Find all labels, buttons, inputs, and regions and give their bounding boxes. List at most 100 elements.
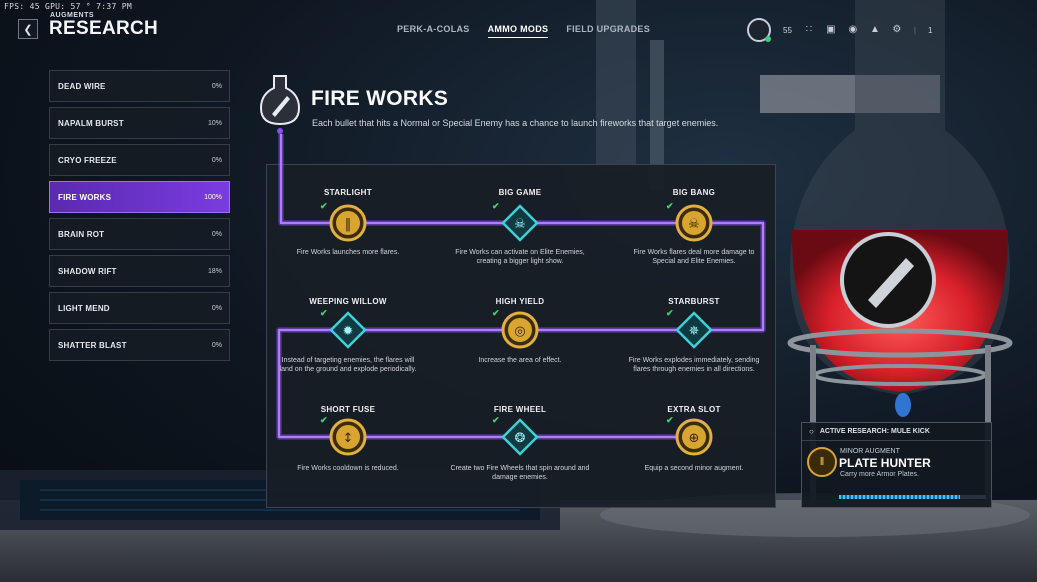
node-title-fire-wheel: FIRE WHEEL xyxy=(493,405,547,414)
perf-overlay: FPS: 45 GPU: 57 ° 7:37 PM xyxy=(4,2,132,11)
node-title-short-fuse: SHORT FUSE xyxy=(320,405,376,414)
category-tabs: PERK-A-COLAS AMMO MODS FIELD UPGRADES xyxy=(397,24,650,38)
upgrade-node-starburst[interactable]: ✵ xyxy=(675,311,713,354)
node-desc-extra-slot: Equip a second minor augment. xyxy=(644,465,744,472)
top-bar: 55 ∷ ▣ ◉ ▲ ⚙ | 1 xyxy=(747,18,932,42)
mod-name: NAPALM BURST xyxy=(58,118,124,128)
active-research-title: ACTIVE RESEARCH: MULE KICK xyxy=(819,428,930,435)
gear-icon[interactable]: ⚙ xyxy=(892,24,902,35)
mod-percent: 100% xyxy=(204,193,222,201)
currency-icon[interactable] xyxy=(747,18,771,42)
svg-text:⊕: ⊕ xyxy=(689,431,700,446)
mod-percent: 0% xyxy=(211,304,222,312)
page-title: RESEARCH xyxy=(49,18,159,39)
augment-name: PLATE HUNTER xyxy=(839,456,931,470)
currency-value: 55 xyxy=(783,25,792,35)
node-desc-starlight: Fire Works launches more flares. xyxy=(296,249,400,256)
camera-icon[interactable]: ◉ xyxy=(848,24,858,35)
mod-item-shadow-rift[interactable]: SHADOW RIFT 18% xyxy=(49,255,230,287)
plus-slots-icon: ⊕ xyxy=(675,418,713,460)
svg-text:☠: ☠ xyxy=(514,217,526,232)
node-desc-fire-wheel: Create two Fire Wheels that spin around … xyxy=(450,465,590,481)
mod-item-brain-rot[interactable]: BRAIN ROT 0% xyxy=(49,218,230,250)
mod-percent: 0% xyxy=(211,82,222,90)
skull-icon: ☠ xyxy=(501,204,539,246)
temp-degree: ° xyxy=(85,2,92,11)
mod-item-light-mend[interactable]: LIGHT MEND 0% xyxy=(49,292,230,324)
active-research-card[interactable]: ○ ACTIVE RESEARCH: MULE KICK ‖ MINOR AUG… xyxy=(801,422,992,508)
mod-item-shatter-blast[interactable]: SHATTER BLAST 0% xyxy=(49,329,230,361)
node-title-weeping-willow: WEEPING WILLOW xyxy=(309,297,387,306)
node-desc-big-game: Fire Works can activate on Elite Enemies… xyxy=(455,249,585,265)
mod-percent: 0% xyxy=(211,341,222,349)
mod-name: SHATTER BLAST xyxy=(58,340,127,350)
node-desc-starburst: Fire Works explodes immediately, sending… xyxy=(628,357,760,373)
check-icon: ✔ xyxy=(666,308,674,318)
radius-icon: ◎ xyxy=(501,311,539,353)
mod-item-cryo-freeze[interactable]: CRYO FREEZE 0% xyxy=(49,144,230,176)
node-desc-big-bang: Fire Works flares deal more damage to Sp… xyxy=(633,249,755,265)
upgrade-node-starlight[interactable]: ‖ xyxy=(329,204,367,247)
node-desc-high-yield: Increase the area of effect. xyxy=(478,357,562,364)
skull-icon: ☠ xyxy=(675,204,713,246)
bell-icon[interactable]: ▲ xyxy=(869,24,880,35)
fps-value: 45 xyxy=(29,2,40,11)
svg-text:‖: ‖ xyxy=(345,217,352,232)
mod-title: FIRE WORKS xyxy=(311,87,449,110)
mod-description: Each bullet that hits a Normal or Specia… xyxy=(312,118,719,128)
tab-ammo-mods[interactable]: AMMO MODS xyxy=(487,24,549,38)
svg-text:↕: ↕ xyxy=(343,431,354,446)
mod-item-napalm-burst[interactable]: NAPALM BURST 10% xyxy=(49,107,230,139)
mod-item-dead-wire[interactable]: DEAD WIRE 0% xyxy=(49,70,230,102)
upgrade-node-short-fuse[interactable]: ↕ xyxy=(329,418,367,461)
bullets-icon: ‖ xyxy=(807,447,837,477)
lock-icon: ○ xyxy=(809,427,814,436)
separator: | xyxy=(913,25,916,35)
check-icon: ✔ xyxy=(320,308,328,318)
thermometer-icon: ↕ xyxy=(329,418,367,460)
check-icon: ✔ xyxy=(320,415,328,425)
svg-text:✵: ✵ xyxy=(689,324,700,339)
wheel-icon: ❂ xyxy=(501,418,539,460)
gpu-label: GPU: xyxy=(44,2,66,11)
upgrade-node-big-game[interactable]: ☠ xyxy=(501,204,539,247)
active-research-header: ○ ACTIVE RESEARCH: MULE KICK xyxy=(802,423,991,441)
back-button[interactable]: ❮ xyxy=(18,19,38,39)
mod-name: SHADOW RIFT xyxy=(58,266,117,276)
chevron-left-icon: ❮ xyxy=(23,23,33,36)
bullets-icon: ‖ xyxy=(329,204,367,246)
check-icon: ✔ xyxy=(666,415,674,425)
mod-percent: 10% xyxy=(207,119,222,127)
svg-text:☠: ☠ xyxy=(688,217,700,232)
upgrade-node-big-bang[interactable]: ☠ xyxy=(675,204,713,247)
check-icon: ✔ xyxy=(492,415,500,425)
node-title-big-bang: BIG BANG xyxy=(672,188,716,197)
mod-name: FIRE WORKS xyxy=(58,192,112,202)
node-title-high-yield: HIGH YIELD xyxy=(495,297,545,306)
upgrade-node-extra-slot[interactable]: ⊕ xyxy=(675,418,713,461)
check-icon: ✔ xyxy=(492,201,500,211)
node-desc-short-fuse: Fire Works cooldown is reduced. xyxy=(297,465,399,472)
tab-field-upgrades[interactable]: FIELD UPGRADES xyxy=(566,24,651,34)
node-title-big-game: BIG GAME xyxy=(498,188,542,197)
player-count: 1 xyxy=(927,25,933,35)
gpu-value: 57 xyxy=(70,2,81,11)
grid-icon[interactable]: ∷ xyxy=(805,24,813,35)
fps-label: FPS: xyxy=(4,2,25,11)
lock-icon[interactable]: ▣ xyxy=(826,24,836,35)
tab-perk-a-colas[interactable]: PERK-A-COLAS xyxy=(397,24,470,34)
mod-name: CRYO FREEZE xyxy=(58,155,117,165)
ammo-mod-list: DEAD WIRE 0% NAPALM BURST 10% CRYO FREEZ… xyxy=(49,70,230,366)
mod-percent: 0% xyxy=(211,230,222,238)
svg-text:❂: ❂ xyxy=(515,431,526,446)
mod-item-fire-works[interactable]: FIRE WORKS 100% xyxy=(49,181,230,213)
mod-name: DEAD WIRE xyxy=(58,81,106,91)
upgrade-node-fire-wheel[interactable]: ❂ xyxy=(501,418,539,461)
upgrade-node-high-yield[interactable]: ◎ xyxy=(501,311,539,354)
node-title-starlight: STARLIGHT xyxy=(324,188,372,197)
check-icon: ✔ xyxy=(666,201,674,211)
upgrade-node-weeping-willow[interactable]: ✹ xyxy=(329,311,367,354)
check-icon: ✔ xyxy=(492,308,500,318)
mod-percent: 18% xyxy=(207,267,222,275)
augment-description: Carry more Armor Plates. xyxy=(840,471,919,478)
